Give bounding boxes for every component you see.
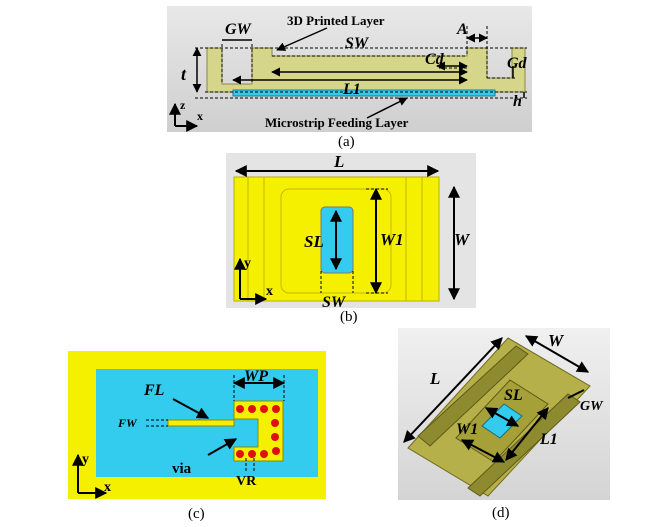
bottom-layer-label: Microstrip Feeding Layer [265,115,409,130]
feed-line [167,419,235,427]
via-3 [260,405,268,413]
x-axis-label: x [104,480,111,495]
l-label: L [429,369,440,388]
via-2 [248,405,256,413]
y-axis-label: y [244,256,251,271]
vr-label: VR [236,474,257,489]
fw-label: FW [117,416,138,430]
caption-a: (a) [338,134,355,150]
sl-label: SL [304,232,324,251]
x-axis-label: x [197,109,203,123]
caption-d: (d) [492,505,510,521]
sw-label: SW [322,294,347,308]
l1-label: L1 [342,81,361,98]
bottom-layer-pointer [366,97,408,119]
top-layer-label: 3D Printed Layer [287,13,385,28]
sl-label: SL [504,387,523,404]
via-7 [272,447,280,455]
gw-pointer [567,389,585,399]
panel-a: 3D Printed Layer Microstrip Feeding Laye… [167,6,532,132]
via-pointer [207,438,238,456]
l-label: L [333,153,344,171]
l1-label: L1 [539,431,558,448]
l1-arrow [505,407,549,461]
cd-label: Cd [425,51,445,68]
w1-label: W1 [456,421,478,438]
isometric-view: W L SL GW W1 L1 [398,328,610,500]
w-label: W [548,331,565,350]
gw-label: GW [225,21,253,38]
a-label: A [456,21,468,38]
via-9 [248,450,256,458]
x-axis-label: x [266,284,273,299]
w-arrow [524,335,590,373]
caption-b: (b) [340,309,358,325]
caption-c: (c) [188,506,205,522]
via-8 [260,450,268,458]
fl-pointer [172,398,210,419]
via-5 [271,419,279,427]
panel-d: W L SL GW W1 L1 [398,328,610,500]
gw-label: GW [580,399,604,414]
w1-arrow [460,439,506,463]
microstrip-feed-line [232,89,496,97]
via-1 [236,405,244,413]
cross-section-diagram: 3D Printed Layer Microstrip Feeding Laye… [167,6,532,132]
sw-label: SW [345,35,370,52]
z-axis-label: z [180,98,186,112]
y-axis-label: y [82,452,89,467]
w-label: W [454,230,471,249]
w1-label: W1 [380,230,404,249]
panel-b: L SL W1 W SW y x [226,152,476,311]
panel-c: FL WP FW via VR y x [68,351,326,499]
wp-label: WP [244,368,268,385]
via-6 [271,433,279,441]
cavity-outline [280,188,392,294]
gd-label: Gd [507,55,528,72]
via-array [236,405,280,458]
l-arrow [403,337,503,443]
feed-layer-diagram: FL WP FW via VR y x [68,351,326,499]
via-label: via [172,461,192,477]
fl-label: FL [143,382,165,399]
via-10 [236,450,244,458]
top-layer-pointer [276,27,328,51]
via-4 [272,405,280,413]
h-label: h [513,93,522,110]
top-view-diagram: L SL W1 W SW y x [226,152,476,311]
t-label: t [181,64,187,84]
